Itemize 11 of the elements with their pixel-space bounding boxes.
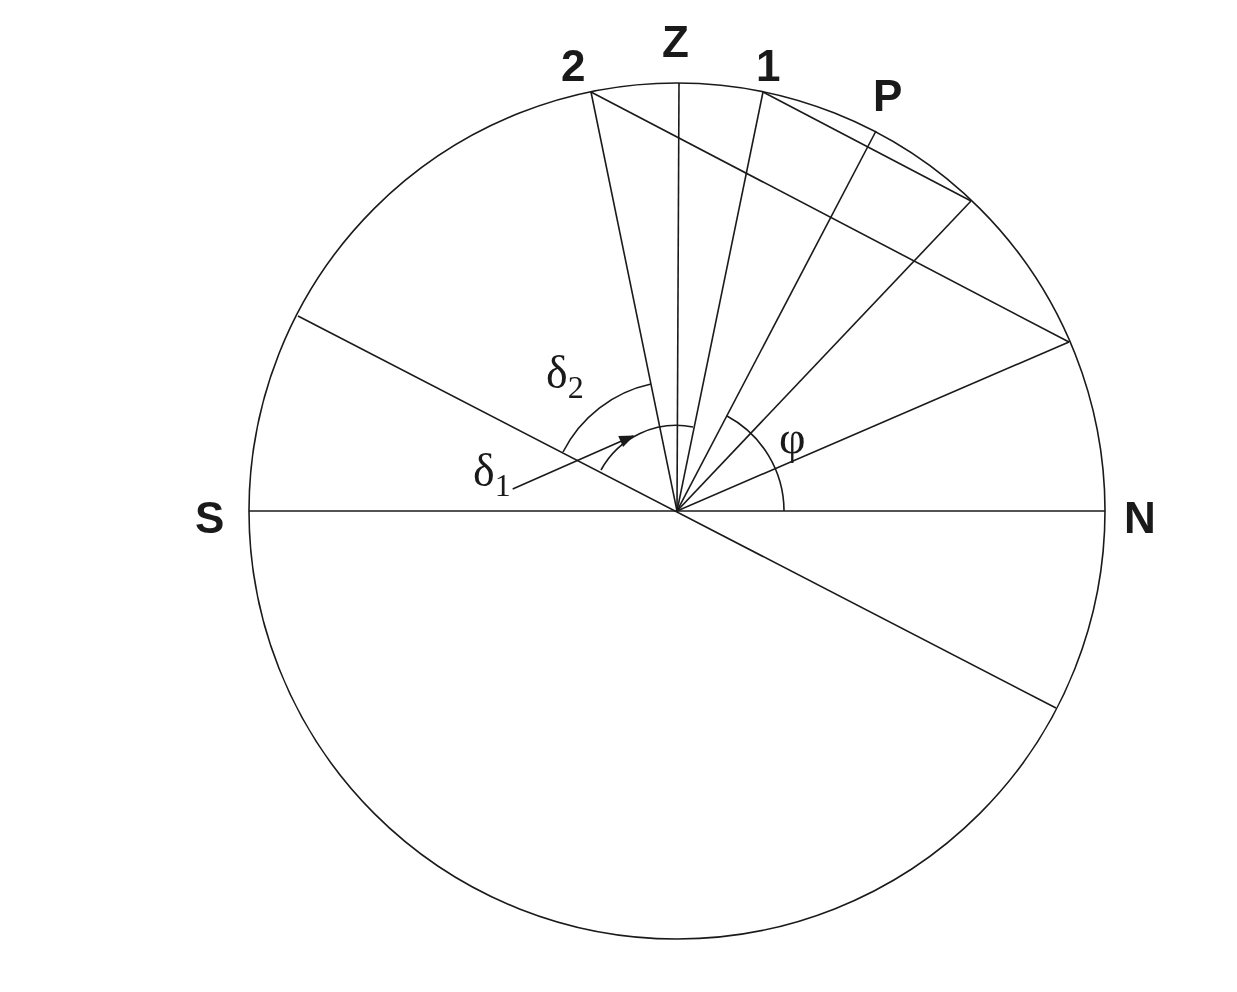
point-label: N (1124, 496, 1156, 540)
point-label: Z (662, 20, 689, 64)
point-label: 2 (561, 44, 586, 88)
angle-label: δ$_{2}$ (546, 350, 584, 403)
angle-arc (600, 424, 694, 471)
point-label: 1 (756, 44, 781, 88)
point-label: S (195, 496, 225, 540)
angle-label: φ (779, 415, 806, 461)
point-label: P (873, 74, 903, 118)
leader-line (511, 435, 635, 490)
angle-label: δ$_{1}$ (473, 448, 511, 501)
